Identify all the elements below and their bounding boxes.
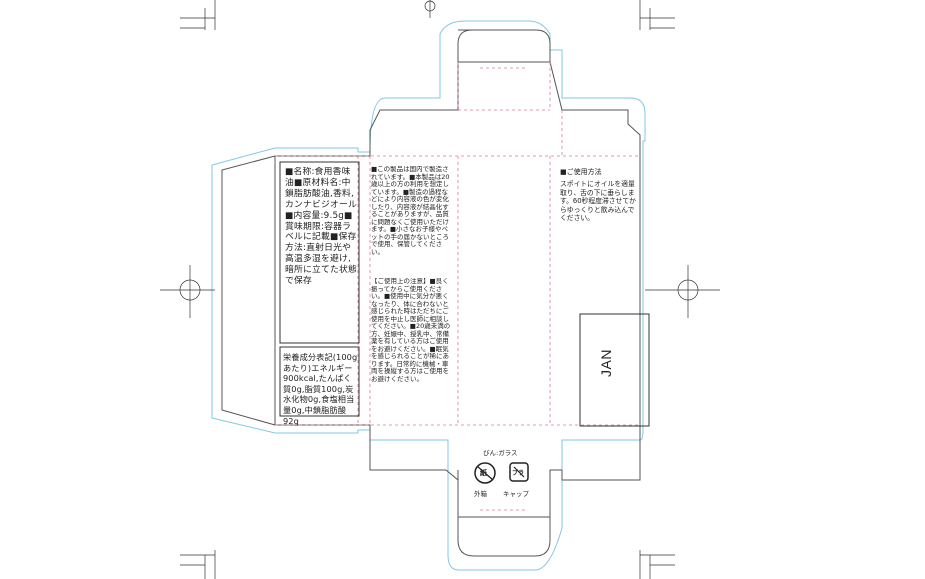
spec-box <box>279 161 360 344</box>
fold-lines <box>275 62 640 511</box>
nutrition-box <box>279 346 360 417</box>
cut-bottom-tuck-curve <box>457 517 551 557</box>
usage-text: スポイトにオイルを適量取り、舌の下に垂らします。60秒程度滞させてからゆっくりと… <box>560 180 636 223</box>
nutrition-text: 栄養成分表記(100gあたり)エネルギー900kcal,たんぱく質0g,脂質10… <box>283 352 358 426</box>
jan-label: JAN <box>597 349 614 377</box>
plastic-recycle-icon <box>509 462 529 482</box>
bleed-outline <box>211 20 646 571</box>
caution-text: 【ご使用上の注意】■良く振ってからご使用ください。■使用中に気分が悪くなったり、… <box>371 278 451 383</box>
jan-barcode-box <box>579 313 650 427</box>
paper-recycle-icon <box>474 462 496 484</box>
usage-title: ■ご使用方法 <box>560 168 602 176</box>
recycle-title: びん:ガラス <box>483 449 518 457</box>
spec-text: ■名称:食用香味油■原材料名:中鎖脂肪酸油,香料,カンナビジオール■内容量:9.… <box>285 167 357 287</box>
cut-outline <box>457 29 551 63</box>
crop-marks <box>160 0 720 579</box>
plastic-label: キャップ <box>503 490 529 498</box>
plastic-mark-text: プラ <box>512 470 525 477</box>
paper-mark-text: 紙 <box>480 469 487 477</box>
notes-text: ■この製品は国内で製造されています。■本製品は20歳以上の方の利用を想定していま… <box>371 166 450 256</box>
paper-label: 外箱 <box>474 490 487 498</box>
